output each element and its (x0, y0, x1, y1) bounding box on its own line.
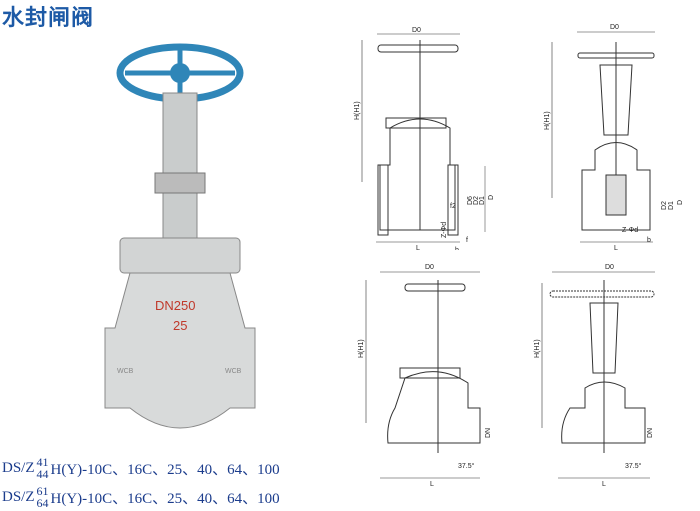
gate-valve-photo: DN250 25 WCB WCB (104, 43, 256, 429)
drawing-label: 37.5° (458, 462, 475, 470)
drawing-label: DS/Z (2, 459, 35, 476)
drawing-label: Z-Φd (441, 222, 448, 238)
drawing-label: f2 (450, 203, 456, 210)
valve-marking-pressure: 25 (173, 318, 187, 333)
drawing-label: DN (647, 428, 654, 438)
drawing-label: b (647, 237, 651, 244)
drawing-label: H(Y)-10C、16C、25、40、64、100 (50, 490, 280, 507)
drawing-label: 44 (36, 467, 49, 481)
drawing-label: D1 (668, 201, 675, 210)
page-title: 水封闸阀 (2, 6, 95, 31)
drawing-label: L (602, 481, 606, 488)
drawing-label: L (416, 245, 420, 250)
drawing-label: 41 (36, 455, 49, 469)
drawing-label: f (466, 237, 468, 244)
drawing-label: D1 (479, 196, 486, 205)
drawing-label: D0 (605, 264, 614, 271)
drawing-label: D0 (425, 264, 434, 271)
drawing-label: WCB (117, 368, 134, 375)
drawing-label: D (488, 195, 495, 200)
drawing-label: Z-Φd (622, 227, 638, 234)
drawing-label: WCB (225, 368, 242, 375)
drawing-label: H(Y)-10C、16C、25、40、64、100 (50, 461, 280, 478)
drawing-label: D (677, 200, 684, 205)
drawing-flanged-gate-valve: D0 H(H1) D6 D2 D1 D f2 Z-Φd f b L (354, 27, 495, 250)
drawing-label: b (455, 247, 459, 250)
valve-marking-size: DN250 (155, 298, 195, 313)
drawing-label: L (614, 245, 618, 250)
drawing-label: D6 (467, 196, 474, 205)
drawing-label: DS/Z (2, 488, 35, 505)
drawing-label: H(H1) (354, 101, 361, 120)
drawing-label: D0 (412, 27, 421, 34)
drawing-label: H(H1) (358, 339, 365, 358)
drawing-pressure-seal-butt-weld-valve: D0 H(H1) DN 37.5° L (534, 264, 655, 488)
drawing-butt-weld-gate-valve: D0 H(H1) DN 37.5° L (358, 264, 492, 488)
drawing-label: 64 (36, 496, 49, 510)
drawing-label: DN (485, 428, 492, 438)
drawing-label: H(H1) (544, 111, 551, 130)
drawing-pressure-seal-flanged-valve: D0 H(H1) D2 D1 D Z-Φd b L (544, 24, 684, 250)
drawing-label: L (430, 481, 434, 488)
drawing-label: D2 (473, 196, 480, 205)
drawing-label: 61 (36, 484, 49, 498)
drawing-label: 37.5° (625, 462, 642, 470)
drawing-label: D2 (661, 201, 668, 210)
drawing-label: D0 (610, 24, 619, 31)
drawing-label: H(H1) (534, 339, 541, 358)
